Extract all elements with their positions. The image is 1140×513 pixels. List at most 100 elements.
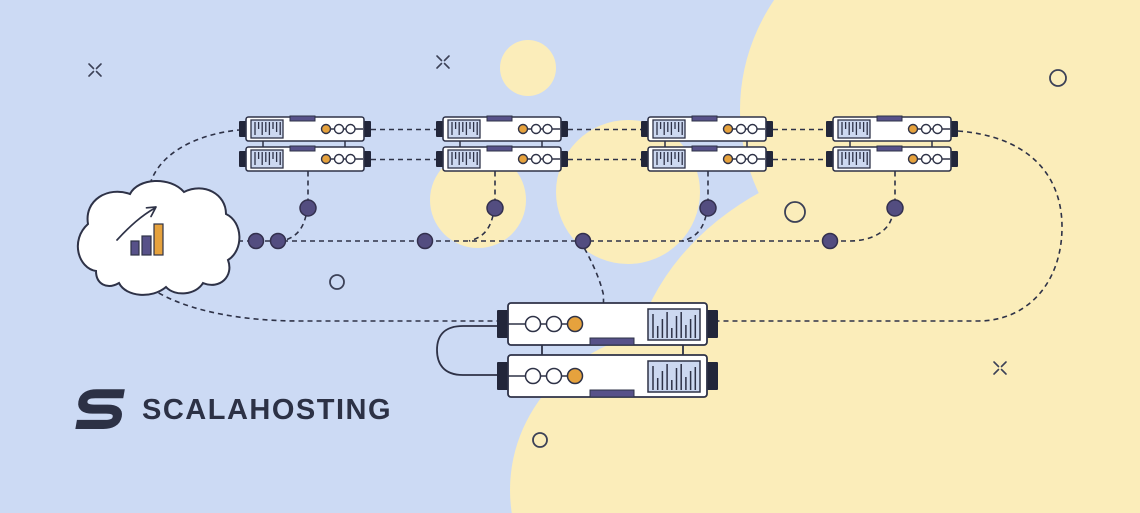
status-light-orange <box>722 123 734 135</box>
cross-mark-icon <box>88 63 102 77</box>
status-light <box>932 123 943 135</box>
status-light <box>542 153 553 165</box>
yellow-blob <box>430 152 526 248</box>
status-light-orange <box>722 153 734 165</box>
main-bus-dashed-line <box>229 216 893 242</box>
server-end-cap <box>497 310 508 338</box>
barcode-panel <box>250 149 284 169</box>
server-bottom-slot <box>589 389 635 398</box>
server-top-slot <box>289 145 316 152</box>
server-racks <box>239 115 958 398</box>
cross-mark-icon <box>436 55 450 69</box>
status-light <box>345 153 356 165</box>
status-light-orange <box>566 315 584 333</box>
barcode-panel <box>652 149 686 169</box>
server-unit <box>826 115 958 142</box>
status-light-orange <box>907 153 919 165</box>
status-light-orange <box>517 123 529 135</box>
status-light <box>524 367 542 385</box>
status-light <box>542 123 553 135</box>
brand-wordmark: SCALAHOSTING <box>142 393 392 426</box>
scalahosting-s-icon <box>75 389 125 429</box>
branch-dashed-lines <box>281 171 896 242</box>
barcode-lines <box>841 122 868 135</box>
network-node-dot <box>299 199 317 217</box>
barcode-panel <box>250 119 284 139</box>
cross-mark-icon <box>993 361 1007 375</box>
ring-mark-icon <box>784 201 806 223</box>
bar-chart-icon <box>130 223 164 256</box>
pair-stack-connector <box>459 141 543 147</box>
yellow-blob <box>500 40 556 96</box>
status-light-orange <box>907 123 919 135</box>
status-light <box>530 153 542 165</box>
barcode-panel <box>647 360 701 393</box>
barcode-lines <box>656 152 683 165</box>
barcode-panel <box>447 149 481 169</box>
network-node-dot <box>821 232 839 250</box>
status-light <box>920 123 932 135</box>
network-node-dot <box>574 232 592 250</box>
server-bottom-slot <box>589 337 635 346</box>
status-light <box>545 367 563 385</box>
barcode-panel <box>837 149 871 169</box>
cloud-uplink-dashed-line <box>149 129 240 185</box>
barcode-panel <box>837 119 871 139</box>
scalahosting-logo: SCALAHOSTING <box>72 386 392 434</box>
ring-mark-icon <box>1049 69 1067 87</box>
server-unit <box>641 115 773 142</box>
server-top-slot <box>486 145 513 152</box>
status-light <box>333 123 345 135</box>
barcode-lines <box>841 152 868 165</box>
server-unit <box>641 145 773 172</box>
core-stack-connector <box>541 345 684 355</box>
barcode-lines <box>652 364 697 390</box>
decorative-marks <box>88 55 1067 448</box>
ring-mark-icon <box>329 274 345 290</box>
barcode-lines <box>652 312 697 338</box>
network-node-dot <box>699 199 717 217</box>
server-end-cap <box>497 362 508 390</box>
status-light <box>735 153 747 165</box>
core-server-unit <box>497 354 718 398</box>
server-top-slot <box>691 115 718 122</box>
server-unit <box>239 115 371 142</box>
pair-stack-connector <box>849 141 933 147</box>
pair-stack-connector <box>262 141 346 147</box>
network-node-dot <box>416 232 434 250</box>
status-light <box>920 153 932 165</box>
server-end-cap <box>707 310 718 338</box>
network-nodes <box>247 199 904 250</box>
status-light-orange <box>517 153 529 165</box>
status-light <box>747 123 758 135</box>
barcode-panel <box>647 308 701 341</box>
cloud-group <box>77 179 241 296</box>
server-unit <box>239 145 371 172</box>
growth-arrow-icon <box>116 206 157 241</box>
barcode-panel <box>447 119 481 139</box>
status-light <box>345 123 356 135</box>
status-light-orange <box>320 153 332 165</box>
barcode-lines <box>451 122 478 135</box>
barcode-lines <box>254 152 281 165</box>
server-top-slot <box>486 115 513 122</box>
status-light <box>530 123 542 135</box>
pair-bus-curve-dashed-line <box>681 215 707 242</box>
server-top-slot <box>691 145 718 152</box>
status-light <box>545 315 563 333</box>
server-top-slot <box>289 115 316 122</box>
background-blobs <box>430 0 1140 513</box>
status-light <box>333 153 345 165</box>
ring-mark-icon <box>532 432 548 448</box>
server-end-cap <box>707 362 718 390</box>
status-light-orange <box>320 123 332 135</box>
right-loop-dashed-line <box>718 130 1063 322</box>
barcode-lines <box>254 122 281 135</box>
connection-links <box>136 128 1063 376</box>
server-top-slot <box>876 115 903 122</box>
network-node-dot <box>486 199 504 217</box>
status-light <box>932 153 943 165</box>
network-node-dot <box>886 199 904 217</box>
server-unit <box>436 145 568 172</box>
